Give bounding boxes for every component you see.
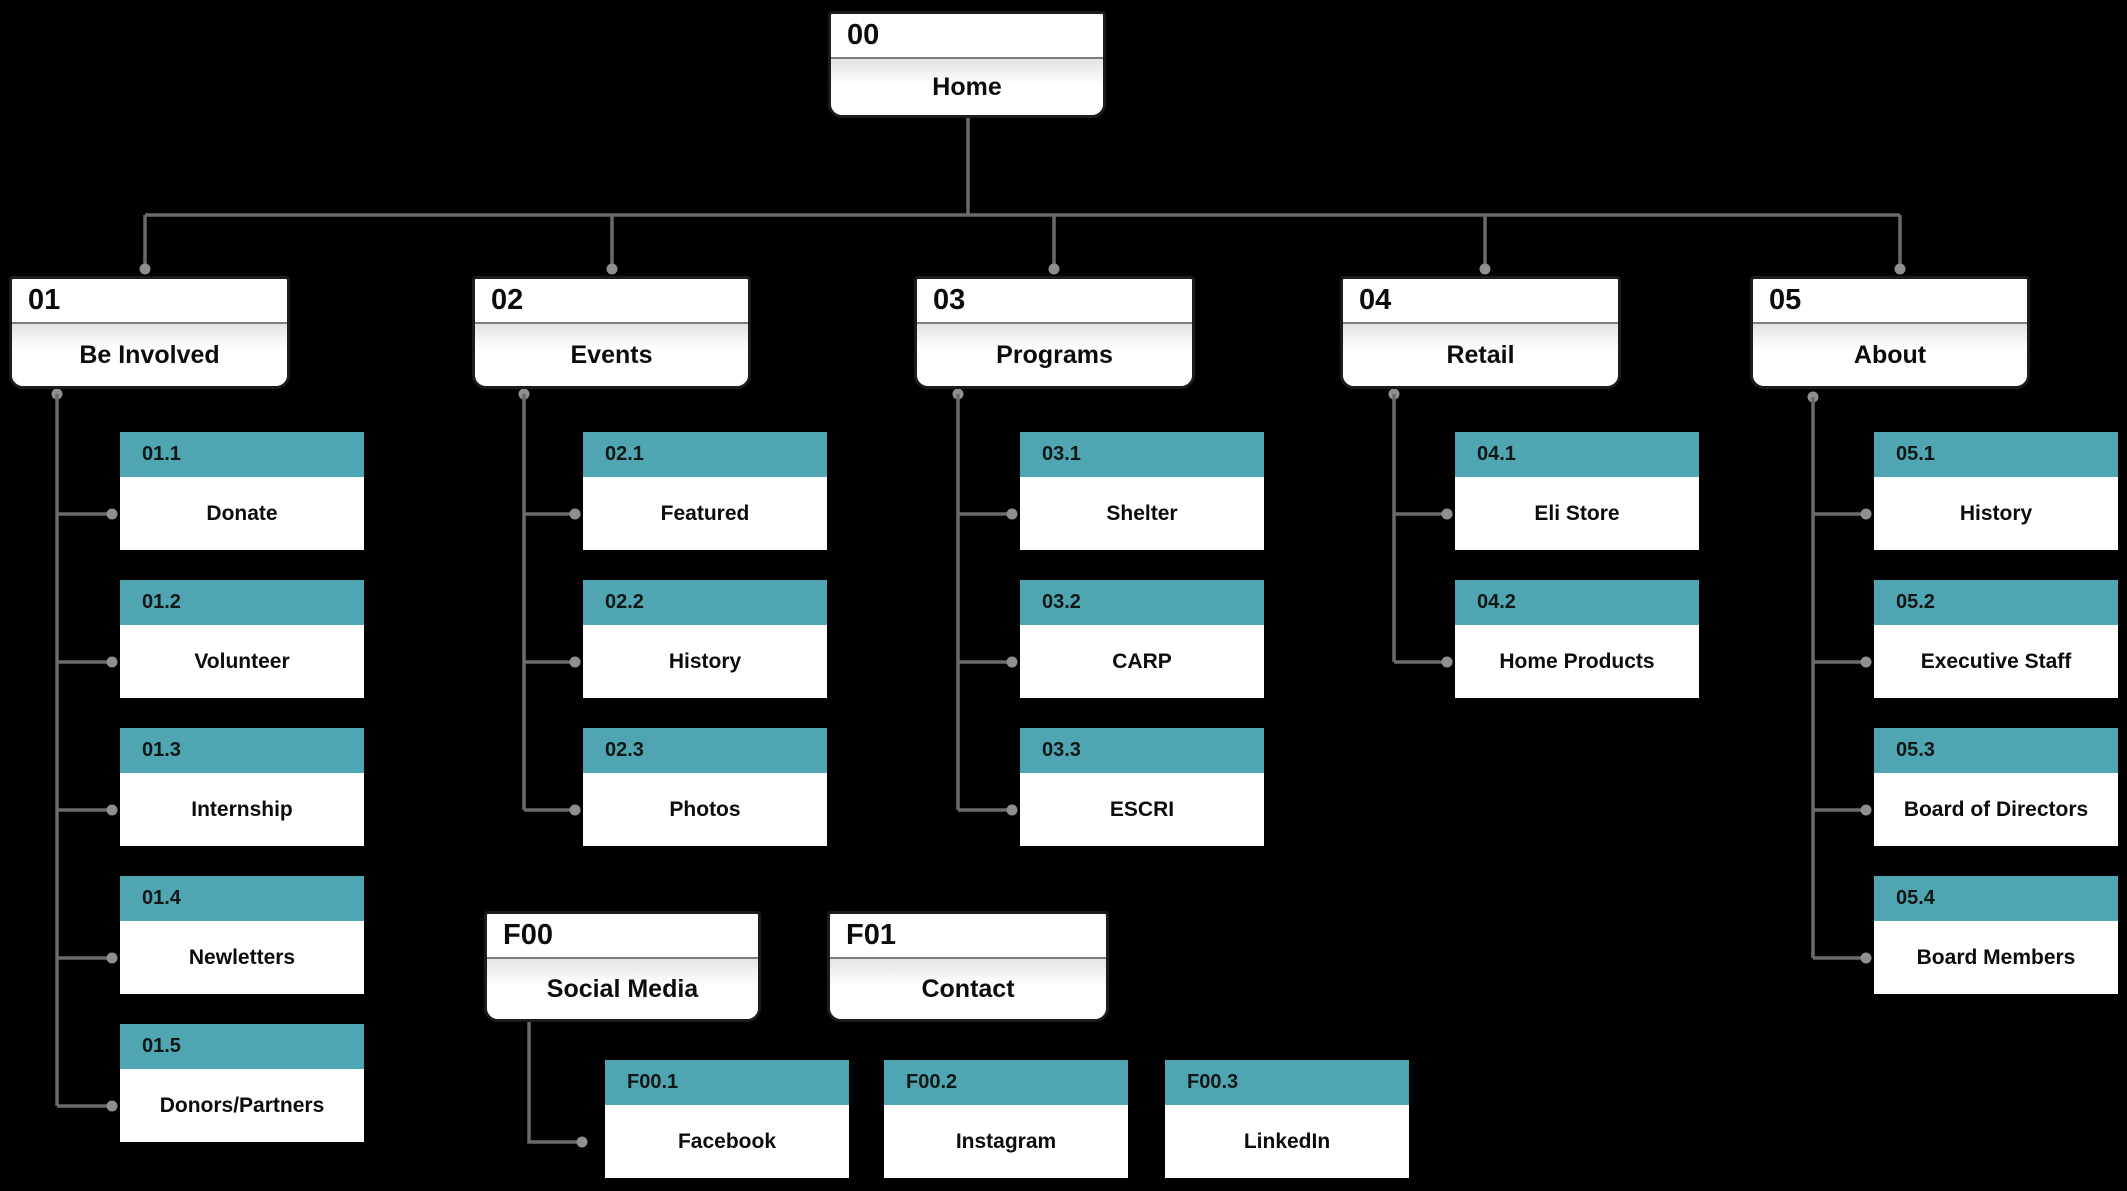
node-03-3-title: ESCRI [1020,773,1264,846]
node-04-2-title: Home Products [1455,625,1699,698]
node-03-1-number: 03.1 [1020,432,1264,477]
node-02-1-number: 02.1 [583,432,827,477]
node-05-1-number: 05.1 [1874,432,2118,477]
node-03-2-number: 03.2 [1020,580,1264,625]
node-02-2-title: History [583,625,827,698]
node-f00-2-title: Instagram [884,1105,1128,1178]
node-f00-3-linkedin[interactable]: F00.3 LinkedIn [1165,1060,1409,1178]
node-05-number: 05 [1753,279,2027,324]
node-02-3-number: 02.3 [583,728,827,773]
node-04-title: Retail [1343,324,1618,386]
connector-02-children [518,388,581,816]
node-01-4-number: 01.4 [120,876,364,921]
node-04-retail[interactable]: 04 Retail [1340,276,1621,389]
node-01-3-title: Internship [120,773,364,846]
node-02-2-number: 02.2 [583,580,827,625]
node-03-1-shelter[interactable]: 03.1 Shelter [1020,432,1264,550]
node-05-1-history[interactable]: 05.1 History [1874,432,2118,550]
connector-03-children [952,388,1018,816]
node-05-2-title: Executive Staff [1874,625,2118,698]
node-04-2-number: 04.2 [1455,580,1699,625]
node-01-2-volunteer[interactable]: 01.2 Volunteer [120,580,364,698]
node-04-number: 04 [1343,279,1618,324]
node-01-number: 01 [12,279,287,324]
node-05-1-title: History [1874,477,2118,550]
node-01-2-number: 01.2 [120,580,364,625]
node-04-1-number: 04.1 [1455,432,1699,477]
node-02-1-featured[interactable]: 02.1 Featured [583,432,827,550]
node-03-1-title: Shelter [1020,477,1264,550]
node-f00-1-number: F00.1 [605,1060,849,1105]
connector-home-to-level1 [139,116,1906,275]
node-04-2-home-products[interactable]: 04.2 Home Products [1455,580,1699,698]
node-03-title: Programs [917,324,1192,386]
node-01-4-newletters[interactable]: 01.4 Newletters [120,876,364,994]
node-01-1-title: Donate [120,477,364,550]
connector-f00-children [527,1022,588,1148]
connector-04-children [1388,388,1453,668]
node-02-2-history[interactable]: 02.2 History [583,580,827,698]
node-01-3-number: 01.3 [120,728,364,773]
node-01-1-donate[interactable]: 01.1 Donate [120,432,364,550]
node-02-3-photos[interactable]: 02.3 Photos [583,728,827,846]
node-02-number: 02 [475,279,748,324]
node-f00-1-title: Facebook [605,1105,849,1178]
node-05-4-number: 05.4 [1874,876,2118,921]
node-01-1-number: 01.1 [120,432,364,477]
node-01-title: Be Involved [12,324,287,386]
node-02-title: Events [475,324,748,386]
node-f00-title: Social Media [487,959,758,1019]
node-03-number: 03 [917,279,1192,324]
node-01-4-title: Newletters [120,921,364,994]
node-02-events[interactable]: 02 Events [472,276,751,389]
node-f00-social-media[interactable]: F00 Social Media [484,911,761,1022]
node-03-3-number: 03.3 [1020,728,1264,773]
node-05-3-title: Board of Directors [1874,773,2118,846]
node-f00-2-instagram[interactable]: F00.2 Instagram [884,1060,1128,1178]
node-04-1-eli-store[interactable]: 04.1 Eli Store [1455,432,1699,550]
node-f00-3-title: LinkedIn [1165,1105,1409,1178]
node-05-3-number: 05.3 [1874,728,2118,773]
connector-01-children [51,388,118,1112]
node-f00-number: F00 [487,914,758,959]
node-f00-2-number: F00.2 [884,1060,1128,1105]
node-05-4-title: Board Members [1874,921,2118,994]
node-03-2-carp[interactable]: 03.2 CARP [1020,580,1264,698]
node-f01-number: F01 [830,914,1106,959]
node-home-number: 00 [831,14,1103,59]
node-05-4-board-members[interactable]: 05.4 Board Members [1874,876,2118,994]
node-home-title: Home [831,59,1103,115]
connector-05-children [1807,391,1872,964]
node-05-about[interactable]: 05 About [1750,276,2030,389]
node-05-2-executive-staff[interactable]: 05.2 Executive Staff [1874,580,2118,698]
node-04-1-title: Eli Store [1455,477,1699,550]
node-05-title: About [1753,324,2027,386]
node-05-2-number: 05.2 [1874,580,2118,625]
node-home[interactable]: 00 Home [828,11,1106,118]
node-01-be-involved[interactable]: 01 Be Involved [9,276,290,389]
node-01-5-title: Donors/Partners [120,1069,364,1142]
node-f00-3-number: F00.3 [1165,1060,1409,1105]
node-05-3-board-of-directors[interactable]: 05.3 Board of Directors [1874,728,2118,846]
node-f01-contact[interactable]: F01 Contact [827,911,1109,1022]
node-03-programs[interactable]: 03 Programs [914,276,1195,389]
node-03-2-title: CARP [1020,625,1264,698]
node-01-5-number: 01.5 [120,1024,364,1069]
node-02-1-title: Featured [583,477,827,550]
node-02-3-title: Photos [583,773,827,846]
node-01-3-internship[interactable]: 01.3 Internship [120,728,364,846]
node-03-3-escri[interactable]: 03.3 ESCRI [1020,728,1264,846]
node-01-5-donors-partners[interactable]: 01.5 Donors/Partners [120,1024,364,1142]
node-f01-title: Contact [830,959,1106,1019]
node-f00-1-facebook[interactable]: F00.1 Facebook [605,1060,849,1178]
node-01-2-title: Volunteer [120,625,364,698]
